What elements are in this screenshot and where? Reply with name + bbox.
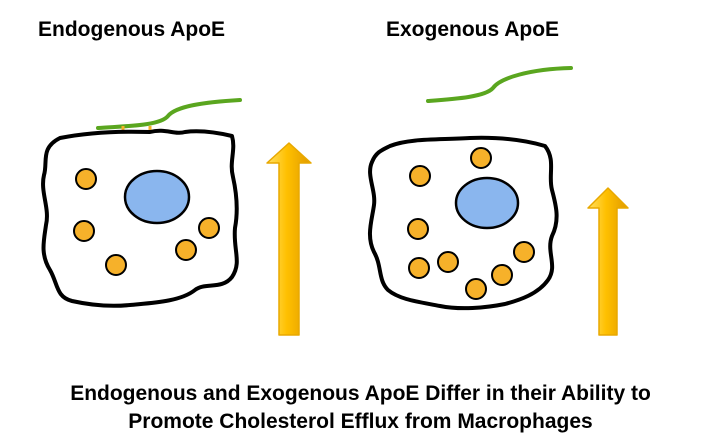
lipid-droplet bbox=[465, 278, 487, 300]
lipid-droplet bbox=[409, 165, 431, 187]
lipid-droplet bbox=[491, 264, 513, 286]
exogenous-title: Exogenous ApoE bbox=[386, 18, 560, 41]
lipid-droplet bbox=[407, 218, 429, 240]
endogenous-panel bbox=[41, 98, 312, 336]
endogenous-apoe-strand bbox=[96, 98, 242, 130]
endogenous-nucleus bbox=[123, 169, 191, 225]
exogenous-macrophage-cell bbox=[367, 135, 559, 311]
endogenous-efflux-arrow bbox=[266, 142, 312, 336]
exogenous-panel bbox=[367, 66, 629, 336]
exogenous-apoe-strand bbox=[426, 66, 573, 103]
lipid-droplet bbox=[75, 168, 97, 190]
lipid-droplet bbox=[73, 220, 95, 242]
caption-line-1: Endogenous and Exogenous ApoE Differ in … bbox=[70, 382, 651, 405]
exogenous-nucleus bbox=[454, 176, 520, 230]
lipid-droplet bbox=[105, 254, 127, 276]
lipid-droplet bbox=[408, 257, 430, 279]
lipid-droplet bbox=[175, 239, 197, 261]
lipid-droplet bbox=[513, 241, 535, 263]
lipid-droplet bbox=[470, 147, 492, 169]
endogenous-title: Endogenous ApoE bbox=[38, 18, 226, 41]
exogenous-efflux-arrow bbox=[587, 187, 629, 336]
lipid-droplet bbox=[198, 217, 220, 239]
lipid-droplet bbox=[437, 251, 459, 273]
caption-line-2: Promote Cholesterol Efflux from Macropha… bbox=[128, 410, 593, 433]
